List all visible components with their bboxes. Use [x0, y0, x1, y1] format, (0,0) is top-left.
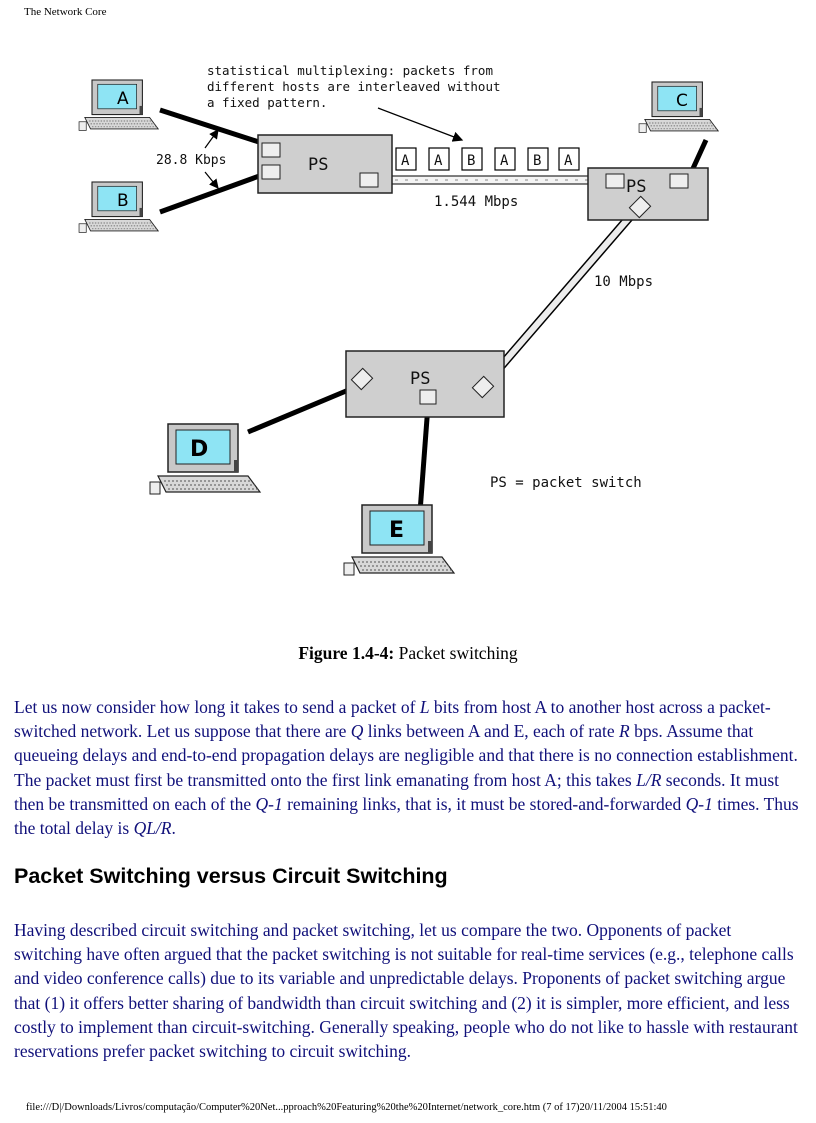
figure-caption: Figure 1.4-4: Packet switching — [0, 643, 816, 664]
delay-paragraph: Let us now consider how long it takes to… — [14, 697, 799, 839]
host-c-computer: C — [638, 81, 719, 133]
svg-text:B: B — [467, 153, 475, 169]
svg-text:A: A — [564, 153, 573, 169]
packet: B — [461, 147, 483, 171]
packet: B — [527, 147, 549, 171]
svg-text:A: A — [434, 153, 443, 169]
host-c-label: C — [676, 91, 688, 111]
network-links — [159, 107, 709, 513]
packet-queue: A A B A B A — [395, 147, 580, 171]
svg-text:28.8 Kbps: 28.8 Kbps — [156, 153, 226, 168]
host-d-computer: D — [149, 423, 261, 495]
svg-text:statistical multiplexing: pack: statistical multiplexing: packets from — [207, 63, 493, 78]
switch-3-label: PS — [410, 369, 430, 389]
host-e-label: E — [389, 518, 404, 543]
fast-rate-label: 10 Mbps — [594, 274, 653, 290]
packet: A — [558, 147, 580, 171]
packet: A — [494, 147, 516, 171]
packet-switch-3: PS — [345, 350, 505, 418]
packet-switch-1: PS — [257, 134, 393, 194]
running-head: The Network Core — [24, 6, 107, 18]
packet: A — [395, 147, 417, 171]
switch-2-label: PS — [626, 177, 646, 197]
svg-text:a fixed pattern.: a fixed pattern. — [207, 95, 327, 110]
switch-1-label: PS — [308, 155, 328, 175]
section-heading: Packet Switching versus Circuit Switchin… — [14, 864, 448, 888]
host-b-computer: B — [78, 181, 159, 233]
host-a-computer: A — [78, 79, 159, 131]
host-e-computer: E — [343, 504, 455, 576]
packet-switch-2: PS — [587, 167, 709, 221]
legend-text: PS = packet switch — [490, 475, 642, 491]
host-d-label: D — [190, 437, 208, 462]
packet-switching-figure: A B C D E PS PS PS — [78, 63, 719, 576]
svg-text:A: A — [401, 153, 410, 169]
access-rate-label: 28.8 Kbps — [156, 129, 226, 189]
multiplexing-note: statistical multiplexing: packets from d… — [207, 63, 501, 142]
caption-label: Figure 1.4-4: — [298, 643, 395, 663]
page-footer: file:///D|/Downloads/Livros/computação/C… — [26, 1102, 667, 1113]
packet: A — [428, 147, 450, 171]
comparison-paragraph: Having described circuit switching and p… — [14, 920, 798, 1062]
caption-text: Packet switching — [398, 643, 518, 663]
host-b-label: B — [117, 191, 129, 211]
svg-text:B: B — [533, 153, 541, 169]
host-a-label: A — [117, 89, 129, 109]
trunk-rate-label: 1.544 Mbps — [434, 194, 518, 210]
svg-text:A: A — [500, 153, 509, 169]
svg-text:different hosts are interleave: different hosts are interleaved without — [207, 79, 501, 94]
